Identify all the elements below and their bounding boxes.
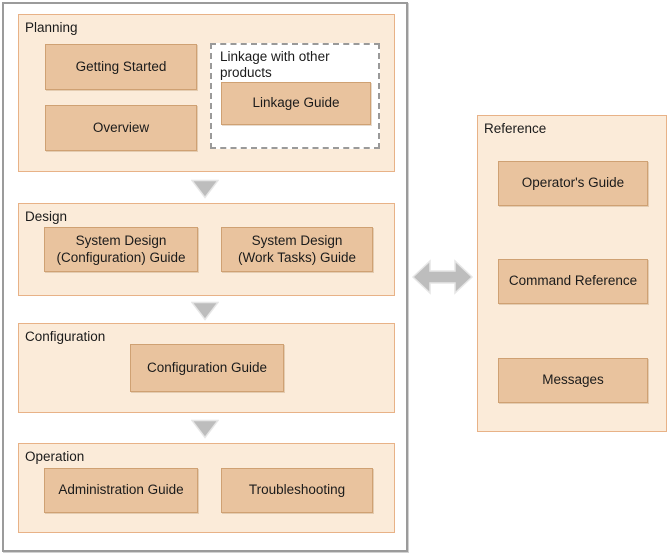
flow-down-arrow-icon	[191, 301, 219, 321]
section-design: Design System Design (Configuration) Gui…	[18, 203, 395, 296]
section-configuration-title: Configuration	[25, 329, 106, 344]
system-design-work-tasks-guide-button[interactable]: System Design (Work Tasks) Guide	[221, 227, 373, 272]
section-planning-title: Planning	[25, 20, 78, 35]
administration-guide-button[interactable]: Administration Guide	[44, 468, 198, 513]
getting-started-button[interactable]: Getting Started	[45, 44, 197, 90]
bidirectional-arrow-icon	[412, 259, 473, 295]
flow-down-arrow-icon	[191, 179, 219, 199]
flow-down-arrow-icon	[191, 419, 219, 439]
configuration-guide-button[interactable]: Configuration Guide	[130, 344, 284, 392]
overview-button[interactable]: Overview	[45, 105, 197, 151]
section-configuration: Configuration Configuration Guide	[18, 323, 395, 413]
command-reference-button[interactable]: Command Reference	[498, 259, 648, 304]
section-design-title: Design	[25, 209, 68, 224]
linkage-guide-button[interactable]: Linkage Guide	[221, 82, 371, 125]
messages-button[interactable]: Messages	[498, 358, 648, 403]
operators-guide-button[interactable]: Operator's Guide	[498, 161, 648, 206]
section-operation: Operation Administration Guide Troublesh…	[18, 443, 395, 533]
linkage-group-label: Linkage with other products	[220, 49, 330, 81]
section-planning: Planning Getting Started Overview Linkag…	[18, 14, 395, 172]
system-design-configuration-guide-button[interactable]: System Design (Configuration) Guide	[44, 227, 198, 272]
section-reference-title: Reference	[484, 121, 547, 136]
section-operation-title: Operation	[25, 449, 85, 464]
troubleshooting-button[interactable]: Troubleshooting	[221, 468, 373, 513]
linkage-group: Linkage with other products Linkage Guid…	[210, 43, 380, 149]
section-reference: Reference Operator's Guide Command Refer…	[477, 115, 667, 432]
